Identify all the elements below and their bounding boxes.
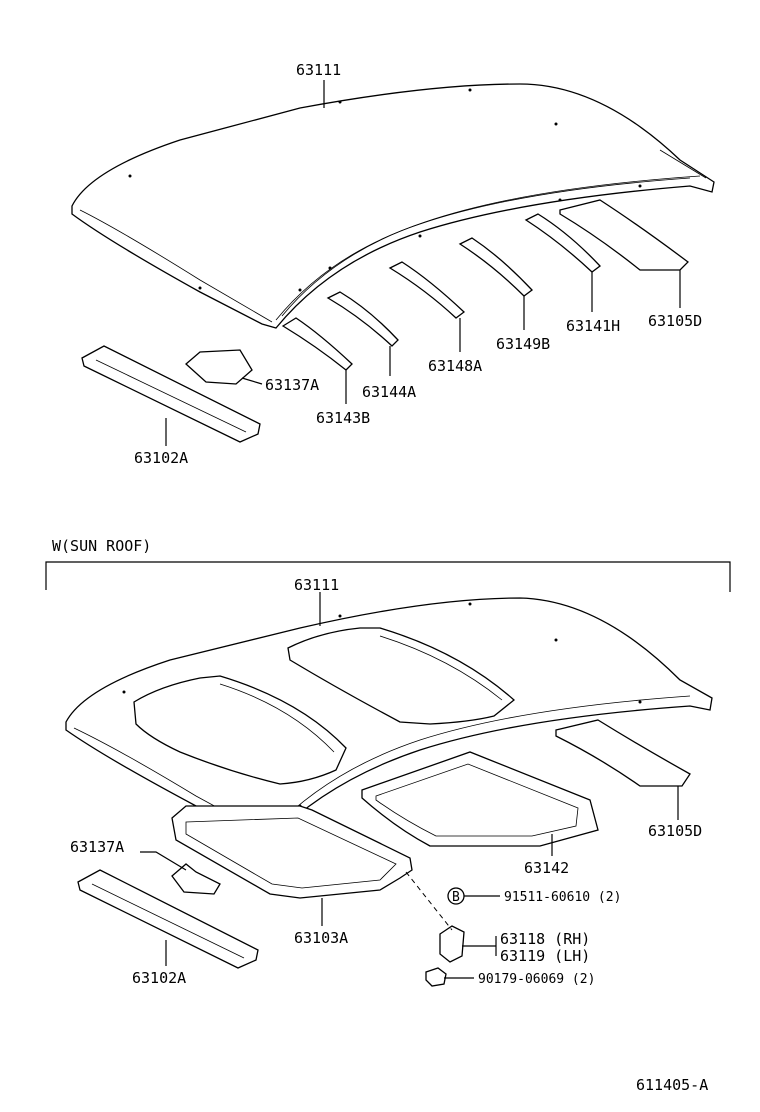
label-63149b: 63149B <box>496 335 550 353</box>
rear-header-sunroof <box>555 719 691 787</box>
sunroof-frame <box>171 805 413 899</box>
label-63111-sunroof: 63111 <box>294 576 339 594</box>
label-63105d-sunroof: 63105D <box>648 822 702 840</box>
label-63103a: 63103A <box>294 929 348 947</box>
bracket-sunroof <box>171 863 221 895</box>
label-63119-lh: 63119 (LH) <box>500 947 590 965</box>
small-parts <box>425 887 465 987</box>
label-63144a: 63144A <box>362 383 416 401</box>
nut-icon <box>425 967 447 987</box>
section-bracket <box>45 561 731 592</box>
label-63102a-sunroof: 63102A <box>132 969 186 987</box>
label-63118-rh: 63118 (RH) <box>500 930 590 948</box>
label-63137a-top: 63137A <box>265 376 319 394</box>
label-63142: 63142 <box>524 859 569 877</box>
sunroof-housing <box>361 751 599 847</box>
leader-lines-sunroof <box>140 592 679 979</box>
roof-panel-top <box>71 83 715 329</box>
label-91511-60610: 91511-60610 (2) <box>504 890 621 905</box>
bracket-top <box>185 349 253 385</box>
label-bolt-circle: B <box>452 890 460 905</box>
label-63148a: 63148A <box>428 357 482 375</box>
label-63111-top: 63111 <box>296 61 341 79</box>
label-63141h: 63141H <box>566 317 620 335</box>
leader-lines-top <box>165 80 681 446</box>
section-title-sunroof: W(SUN ROOF) <box>52 537 151 555</box>
label-63137a-sunroof: 63137A <box>70 838 124 856</box>
roof-panel-sunroof <box>65 597 713 839</box>
roof-bows-top <box>281 199 689 371</box>
label-90179-06069: 90179-06069 (2) <box>478 972 595 987</box>
front-header-sunroof <box>77 869 259 969</box>
front-header-top <box>81 345 261 443</box>
diagram-id: 611405-A <box>636 1076 708 1094</box>
label-63102a-top: 63102A <box>134 449 188 467</box>
label-63143b: 63143B <box>316 409 370 427</box>
bracket-rh-lh <box>439 925 465 963</box>
label-63105d-top: 63105D <box>648 312 702 330</box>
